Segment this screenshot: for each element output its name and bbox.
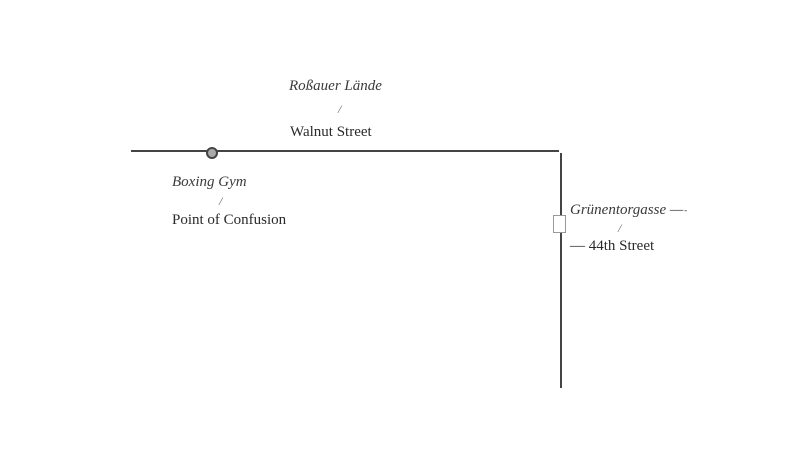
boxing-gym-marker-icon[interactable] bbox=[206, 147, 218, 159]
label-separator: / bbox=[219, 194, 223, 208]
walnut-street-line bbox=[131, 150, 559, 152]
street-label-secondary: Walnut Street bbox=[290, 124, 372, 140]
44th-street-line bbox=[560, 153, 562, 388]
place-label-secondary: Point of Confusion bbox=[172, 212, 287, 228]
label-separator: / bbox=[338, 102, 342, 116]
label-trail: - bbox=[684, 205, 688, 215]
street-label-primary: Grünentorgasse —- bbox=[570, 201, 687, 219]
street-corner-marker[interactable] bbox=[553, 215, 566, 233]
place-label-primary: Boxing Gym bbox=[172, 174, 247, 190]
street-label-primary: Roßauer Lände bbox=[289, 78, 382, 94]
street-name: Grünentorgasse — bbox=[570, 202, 684, 218]
street-label-secondary: — 44th Street bbox=[570, 238, 655, 254]
label-separator: / bbox=[618, 221, 622, 235]
